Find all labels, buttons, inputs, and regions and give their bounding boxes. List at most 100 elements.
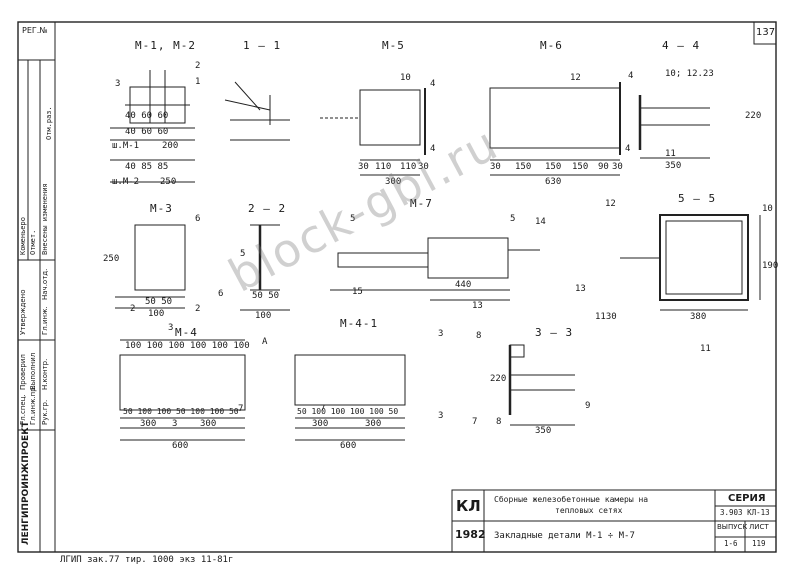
dim-s44-350: 350 — [665, 161, 682, 171]
view-title-m6: М-6 — [540, 39, 563, 52]
section-mark-3c: 3 — [438, 411, 444, 421]
series-value: 3.903 КЛ-13 — [720, 508, 770, 517]
stamp-row-3: Внесены изменения — [41, 183, 49, 255]
dim-m6-30b: 30 — [612, 162, 623, 172]
sheet-value: 119 — [752, 539, 766, 548]
stamp-row-2: Отмет. — [29, 229, 37, 255]
title-block-title-1: Сборные железобетонные камеры на — [494, 495, 649, 504]
callout-10: 10 — [400, 73, 411, 83]
section-mark-4d: 4 — [625, 144, 631, 154]
callout-7a: 7 — [238, 404, 244, 414]
stamp-row-4: Отм.раз. — [45, 106, 53, 140]
callout-6b: 6 — [218, 289, 224, 299]
dim-s44-220: 220 — [745, 111, 762, 121]
callout-8a: 8 — [476, 331, 482, 341]
view-title-m7: М-7 — [410, 197, 433, 210]
dim-m4-50s: 50 100 100 50 100 100 50 — [123, 407, 239, 416]
callout-7c: 7 — [472, 417, 478, 427]
dim-s55-10: 10 — [762, 204, 773, 214]
section-mark-3a: 3 — [172, 419, 178, 429]
title-block-year: 1982 — [455, 528, 486, 541]
dim-m4-300a: 300 — [140, 419, 157, 429]
section-mark-3b: 3 — [438, 329, 444, 339]
dim-s22-50: 50 50 — [252, 291, 280, 301]
sheet-corner-number: 137 — [756, 27, 776, 38]
dim-m4-600: 600 — [172, 441, 189, 451]
dim-m7-1130: 1130 — [595, 312, 617, 322]
dim-m41-300b: 300 — [365, 419, 382, 429]
dim-m41-300a: 300 — [312, 419, 329, 429]
dim-m41-50s: 50 100 100 100 100 50 — [297, 407, 399, 416]
dim-m5-110a: 110 — [375, 162, 392, 172]
view-title-m5: М-5 — [382, 39, 405, 52]
callout-9: 9 — [585, 401, 591, 411]
stamp-approved: Утверждено — [19, 289, 27, 335]
stamp-row-1: Коменьеро — [19, 217, 27, 255]
dim-m5-30b: 30 — [418, 162, 429, 172]
view-title-section-1-1: 1 — 1 — [243, 39, 282, 52]
view-title-section-2-2: 2 — 2 — [248, 202, 287, 215]
dim-s22-100: 100 — [255, 311, 272, 321]
section-mark-4c: 4 — [628, 71, 634, 81]
dim-m1-row-2: 40 60 60 — [125, 111, 169, 121]
dim-m2-row: 40 85 85 — [125, 162, 169, 172]
callout-11b: 11 — [665, 149, 676, 159]
view-title-m4: М-4 — [175, 326, 198, 339]
title-block-code: КЛ — [456, 497, 481, 515]
dim-m6-150a: 150 — [515, 162, 532, 172]
dim-m4-300b: 300 — [200, 419, 217, 429]
stamp-role-5: Рук.гр. — [41, 399, 49, 425]
organization-name: ЛЕНГИПРОИНЖПРОЕКТ — [21, 421, 31, 545]
callout-6a: 6 — [195, 214, 201, 224]
view-title-section-3-3: 3 — 3 — [535, 326, 574, 339]
dim-s55-190: 190 — [762, 261, 779, 271]
callout-11a: 11 — [700, 344, 711, 354]
callout-14: 14 — [535, 217, 546, 227]
dim-m1-200: 200 — [162, 141, 179, 151]
callout-7b: 7 — [320, 404, 326, 414]
section-mark-5b: 5 — [510, 214, 516, 224]
callout-3: 3 — [115, 79, 121, 89]
callout-15: 15 — [352, 287, 363, 297]
dim-m1-row: 40 60 60 — [125, 127, 169, 137]
view-title-m4-1: М-4-1 — [340, 317, 379, 330]
stamp-role-1: Гл.инж. — [41, 306, 49, 335]
stamp-role-2: Нач.отд. — [41, 268, 49, 300]
view-title-section-5-5: 5 — 5 — [678, 192, 717, 205]
section-mark-2b: 2 — [195, 304, 201, 314]
view-title-m3: М-3 — [150, 202, 173, 215]
dim-s33-350: 350 — [535, 426, 552, 436]
dim-m2-250: 250 — [160, 177, 177, 187]
section-mark-4b: 4 — [430, 144, 436, 154]
footer-print-note: ЛГИП зак.77 тир. 1000 экз 11-81г — [60, 555, 234, 565]
issue-label: ВЫПУСК — [717, 523, 748, 531]
dim-m1-label: ш.М-1 — [112, 141, 140, 151]
callout-13b: 13 — [575, 284, 586, 294]
callout-5: 5 — [240, 249, 246, 259]
callout-12b: 12 — [605, 199, 616, 209]
title-block-subtitle: Закладные детали М-1 ÷ М-7 — [494, 531, 635, 541]
registration-label: РЕГ.№ — [22, 26, 48, 35]
title-block-title-2: тепловых сетях — [555, 506, 623, 515]
dim-m5-300: 300 — [385, 177, 402, 187]
stamp-role-7: Выполнил — [29, 352, 37, 390]
dim-s55-380: 380 — [690, 312, 707, 322]
issue-value: 1-6 — [724, 539, 738, 548]
dim-m6-630: 630 — [545, 177, 562, 187]
callout-8b: 8 — [496, 417, 502, 427]
dim-m7-440: 440 — [455, 280, 472, 290]
section-mark-3d: 3 — [168, 323, 174, 333]
section-mark-2a: 2 — [130, 304, 136, 314]
dim-m2-label: ш.М-2 — [112, 177, 140, 187]
dim-m41-600: 600 — [340, 441, 357, 451]
callout-13a: 13 — [472, 301, 483, 311]
section-mark-4a: 4 — [430, 79, 436, 89]
dim-s33-220: 220 — [490, 374, 507, 384]
dim-m3-5050: 50 50 — [145, 297, 173, 307]
view-title-section-4-4: 4 — 4 — [662, 39, 701, 52]
callout-a: А — [262, 337, 268, 347]
stamp-role-6: Проверил — [19, 354, 27, 390]
dim-m4-100s: 100 100 100 100 100 100 — [125, 341, 250, 351]
dim-m5-110b: 110 — [400, 162, 417, 172]
